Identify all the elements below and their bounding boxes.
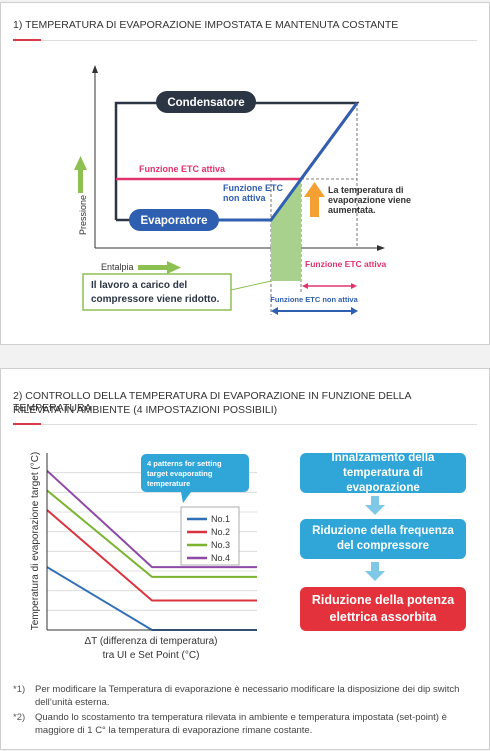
pressure-label: Pressione: [78, 195, 88, 235]
etc-inactive-label-1: Funzione ETC: [223, 183, 283, 193]
ph-diagram: Pressione Entalpia Condensatore Evaporat…: [74, 65, 411, 315]
condensatore-badge: [156, 91, 256, 113]
panel-etc-patterns: 2) CONTROLLO DELLA TEMPERATURA DI EVAPOR…: [0, 368, 490, 750]
chart-x-label-1: ΔT (differenza di temperatura): [84, 636, 217, 647]
etc-active-range-left-icon: [302, 283, 308, 289]
lavoro-line-2: compressore viene ridotto.: [91, 294, 220, 305]
temp-note-1: La temperatura di: [328, 185, 404, 195]
x-axis-arrowhead: [377, 245, 385, 251]
section1-title: 1) TEMPERATURA DI EVAPORAZIONE IMPOSTATA…: [13, 19, 399, 31]
temp-note-2: evaporazione viene: [328, 195, 411, 205]
footnotes: *1) Per modificare la Temperatura di eva…: [13, 683, 479, 739]
flow-arrow-2-icon: [365, 562, 385, 581]
legend-label: No.2: [211, 527, 230, 537]
temp-raise-arrow-shaft: [310, 195, 319, 217]
footnote-2: *2) Quando lo scostamento tra temperatur…: [13, 711, 479, 737]
temp-note-3: aumentata.: [328, 205, 376, 215]
flow-step-2: Riduzione della frequenza del compressor…: [300, 519, 466, 559]
flow-step-3: Riduzione della potenza elettrica assorb…: [300, 587, 466, 631]
chart-legend-items: No.1No.2No.3No.4: [187, 514, 230, 563]
legend-label: No.4: [211, 553, 230, 563]
section2-title-1: 2) CONTROLLO DELLA TEMPERATURA DI EVAPOR…: [13, 390, 411, 414]
lavoro-box: [82, 273, 232, 311]
reduced-work-area: [271, 179, 301, 281]
y-axis-arrowhead: [92, 65, 98, 73]
enthalpy-arrow-icon: [167, 261, 181, 274]
lavoro-line-1: Il lavoro a carico del: [91, 280, 187, 291]
etc-inactive-label-2: non attiva: [223, 193, 266, 203]
footnote-2-key: *2): [13, 712, 26, 723]
series-line-no-4: [46, 469, 257, 569]
pressure-arrow-icon: [74, 156, 87, 170]
chart-x-label-2: tra UI e Set Point (°C): [103, 650, 200, 661]
enthalpy-arrow-shaft: [138, 265, 168, 270]
legend-label: No.3: [211, 540, 230, 550]
section2-title-2: RILEVATA IN AMBIENTE (4 IMPOSTAZIONI POS…: [13, 404, 278, 416]
pressure-arrow-shaft: [78, 169, 83, 193]
panel-etc-constant: 1) TEMPERATURA DI EVAPORAZIONE IMPOSTATA…: [0, 2, 490, 345]
etc-active-label: Funzione ETC attiva: [139, 164, 226, 174]
callout-line-3: temperature: [147, 479, 190, 488]
evaporatore-label: Evaporatore: [140, 215, 207, 227]
lavoro-connector: [230, 280, 272, 291]
section2-title-underline: [13, 423, 41, 425]
patterns-callout-tail: [181, 492, 191, 503]
evap-temp-chart: Temperatura di evaporazione target (°C) …: [30, 452, 257, 661]
etc-inactive-range-left-icon: [271, 307, 278, 315]
footnote-2-text: Quando lo scostamento tra temperatura ri…: [35, 712, 447, 736]
etc-inactive-range-right-icon: [351, 307, 358, 315]
chart-legend: [180, 506, 240, 566]
footnote-1-key: *1): [13, 684, 26, 695]
series-line-no-3: [46, 489, 257, 578]
section2-title-rule: [41, 423, 477, 425]
footnote-1-text: Per modificare la Temperatura di evapora…: [35, 684, 460, 708]
flow-arrow-1-icon: [365, 496, 385, 515]
section1-title-rule: [41, 39, 477, 41]
etc-active-bottom-label: Funzione ETC attiva: [305, 259, 387, 269]
patterns-callout: [141, 454, 249, 492]
enthalpy-label: Entalpia: [101, 262, 134, 272]
callout-line-1: 4 patterns for setting: [147, 459, 222, 468]
callout-line-2: target evaporating: [147, 469, 213, 478]
condensatore-label: Condensatore: [167, 97, 244, 109]
flow-step-1: Innalzamento della temperatura di evapor…: [300, 452, 466, 494]
etc-inactive-bottom-label: Funzione ETC non attiva: [270, 295, 358, 304]
series-line-no-2: [46, 509, 257, 602]
temp-raise-arrow-icon: [304, 182, 325, 197]
etc-active-range-right-icon: [351, 283, 357, 289]
footnote-1: *1) Per modificare la Temperatura di eva…: [13, 683, 479, 709]
evaporatore-badge: [129, 209, 219, 231]
chart-y-label: Temperatura di evaporazione target (°C): [30, 452, 41, 631]
legend-label: No.1: [211, 514, 230, 524]
section1-title-underline: [13, 39, 41, 41]
